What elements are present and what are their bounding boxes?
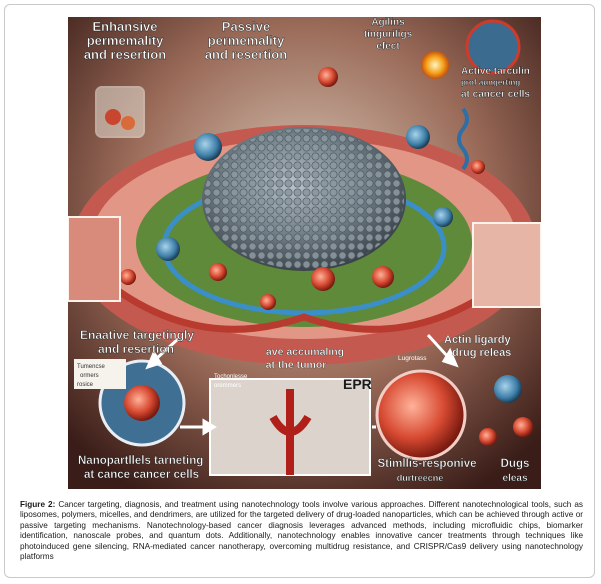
label-group-bottom-left: Nanopartllels tarneting at cance cancer … [78, 455, 204, 481]
caption-label: Figure 2: [20, 500, 56, 509]
label-group-top-mid: Passive permemality and resertion [205, 19, 288, 62]
blood-vessel [85, 264, 526, 333]
label-right-3: at cancer cells [461, 89, 530, 100]
label-bottom-mid-2: durtreecne [397, 473, 444, 483]
figure-card: Enhansive permemality and resertion Pass… [4, 4, 595, 578]
label-top-right-2: tinguriligs [364, 29, 413, 40]
label-group-top-right: Agilins tinguriligs efect [364, 17, 413, 52]
label-right-1: Active tarculin [461, 66, 530, 77]
glowing-particle [421, 51, 449, 79]
capillary [269, 389, 312, 475]
note-center-1: Tochonlesse [214, 374, 248, 380]
beaker-icon [95, 86, 145, 138]
tumor-texture [204, 129, 404, 269]
nanoparticles [120, 19, 521, 310]
tissue-slice-right [472, 222, 541, 308]
dna-helix-icon [457, 107, 469, 171]
note-center: Tochonlesse oremmers [214, 374, 248, 389]
label-top-mid-2: permemality [208, 33, 285, 48]
responsive-cell [375, 369, 467, 461]
label-epr: EPR [343, 376, 372, 392]
note-box-left [74, 359, 126, 389]
note-center-2: oremmers [214, 383, 241, 389]
label-top-right-1: Agilins [371, 17, 405, 28]
label-group-right: Active tarculin prof aungerting at cance… [461, 66, 531, 100]
label-center-2: at the tumor [266, 359, 327, 371]
illustration-canvas: Enhansive permemality and resertion Pass… [68, 17, 541, 489]
note-right: Lugrotass [398, 355, 427, 362]
label-group-mid-right: Actin ligardy drug releas [444, 334, 512, 359]
label-bottom-right-1: Dugs [501, 458, 530, 470]
drug-release-particles [479, 375, 533, 446]
label-group-bottom-right: Dugs eleas [500, 458, 530, 484]
label-right-2: prof aungerting [461, 78, 520, 87]
label-mid-right-1: Actin ligardy [444, 334, 512, 346]
note-left: Tumencse ormers rosice [77, 364, 105, 388]
label-group-top-left: Enhansive permemality and resertion [84, 19, 167, 62]
label-top-left-2: permemality [87, 33, 164, 48]
label-bottom-mid-1: Stimllis-responive [377, 458, 476, 470]
note-left-3: rosice [77, 382, 94, 388]
label-bottom-left-1: Nanopartllels tarneting [78, 455, 203, 467]
label-bottom-left-2: at cance cancer cells [84, 469, 199, 481]
np-core [124, 385, 160, 421]
label-group-bottom-mid: Stimllis-responive durtreecne [377, 458, 476, 483]
flow-arrows [145, 333, 459, 436]
note-left-2: ormers [80, 373, 99, 379]
tissue-slice-left [68, 216, 121, 302]
caption-text: Cancer targeting, diagnosis, and treatme… [20, 500, 583, 562]
label-center-1: ave accumaling [266, 346, 344, 358]
label-top-right-3: efect [376, 41, 400, 52]
label-top-left-3: and resertion [84, 47, 166, 62]
label-mid-left-1: Enaative targetingly [80, 328, 194, 342]
label-mid-right-2: drug releas [452, 347, 511, 359]
illustration: Enhansive permemality and resertion Pass… [68, 17, 541, 489]
note-left-1: Tumencse [77, 364, 105, 370]
label-top-mid-3: and resertion [205, 47, 287, 62]
label-group-mid-left: Enaative targetingly and resertion [80, 328, 195, 356]
label-mid-left-2: and resertion [98, 342, 174, 356]
label-top-mid-1: Passive [222, 19, 270, 34]
label-top-left-1: Enhansive [92, 19, 157, 34]
figure-caption: Figure 2: Cancer targeting, diagnosis, a… [20, 500, 583, 562]
label-bottom-right-2: eleas [502, 473, 527, 484]
label-group-center: ave accumaling at the tumor [266, 346, 345, 371]
